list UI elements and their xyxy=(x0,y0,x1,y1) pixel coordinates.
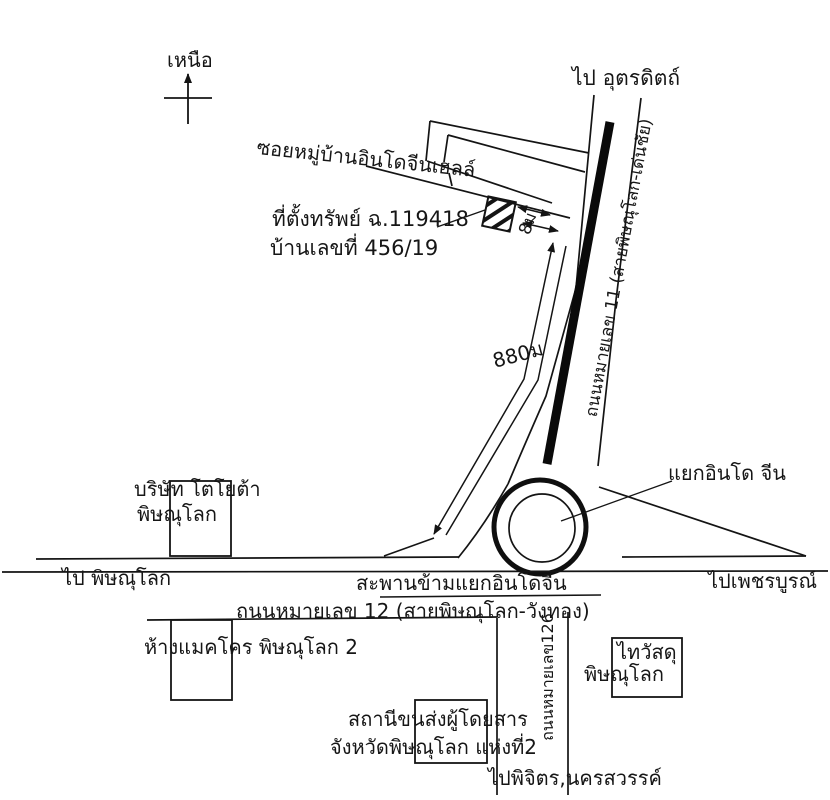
bus-station-box xyxy=(414,699,488,764)
dest-phitsanulok-label: ไป พิษณุโลก xyxy=(62,566,172,590)
dest-phetchabun-label: ไปเพชรบูรณ์ xyxy=(708,569,818,593)
thai-watsadu-label-line1: ไทวัสดุ xyxy=(617,640,677,664)
road126-name-label: ถนนหมายเลข126 xyxy=(537,613,557,741)
dest-phichit-label: ไปพิจิตร,นครสวรรค์ xyxy=(488,766,662,790)
frontage-dimension-arrows xyxy=(517,205,559,233)
thai-watsadu-box xyxy=(611,637,683,698)
toyota-label-line1: บริษัท โตโยต้า xyxy=(134,477,261,501)
road11-east-edge xyxy=(597,97,642,467)
junction-leader-line xyxy=(560,480,673,522)
bottom-road-upper-right xyxy=(621,555,807,558)
bus-station-label-line2: จังหวัดพิษณุโลก แห่งที่2 xyxy=(330,735,538,759)
dest-uttaradit-label: ไป อุตรดิตถ์ xyxy=(572,66,681,90)
makro-box xyxy=(170,619,233,701)
bridge-name-label: สะพานข้ามแยกอินโดจีน xyxy=(356,571,567,595)
road11-median xyxy=(542,121,615,465)
north-label: เหนือ xyxy=(167,48,213,72)
makro-label: ห้างแมคโคร พิษณุโลก 2 xyxy=(144,635,358,659)
roundabout-inner xyxy=(508,493,576,563)
route-distance-arrow xyxy=(383,242,567,557)
junction-name-label: แยกอินโด จีน xyxy=(668,461,786,485)
toyota-box xyxy=(169,480,232,557)
bottom-road-lower xyxy=(1,570,829,573)
road12-name-label: ถนนหมายเลข 12 (สายพิษณุโลก-วังทอง) xyxy=(236,599,590,623)
property-leader-line xyxy=(436,209,486,228)
thai-watsadu-label-line2: พิษณุโลก xyxy=(584,662,665,686)
property-title-label: ที่ตั้งทรัพย์ ฉ.119418 xyxy=(272,207,469,231)
property-houseno-label: บ้านเลขที่ 456/19 xyxy=(270,236,439,260)
village-soi-loop xyxy=(365,120,590,219)
bridge-label-underline xyxy=(379,594,602,598)
north-arrow-icon xyxy=(164,73,212,124)
roundabout-east-approach xyxy=(598,486,807,557)
bus-station-label-line1: สถานีขนส่งผู้โดยสาร xyxy=(348,707,528,731)
bottom-road-upper-left xyxy=(35,556,460,560)
toyota-label-line2: พิษณุโลก xyxy=(137,502,218,526)
